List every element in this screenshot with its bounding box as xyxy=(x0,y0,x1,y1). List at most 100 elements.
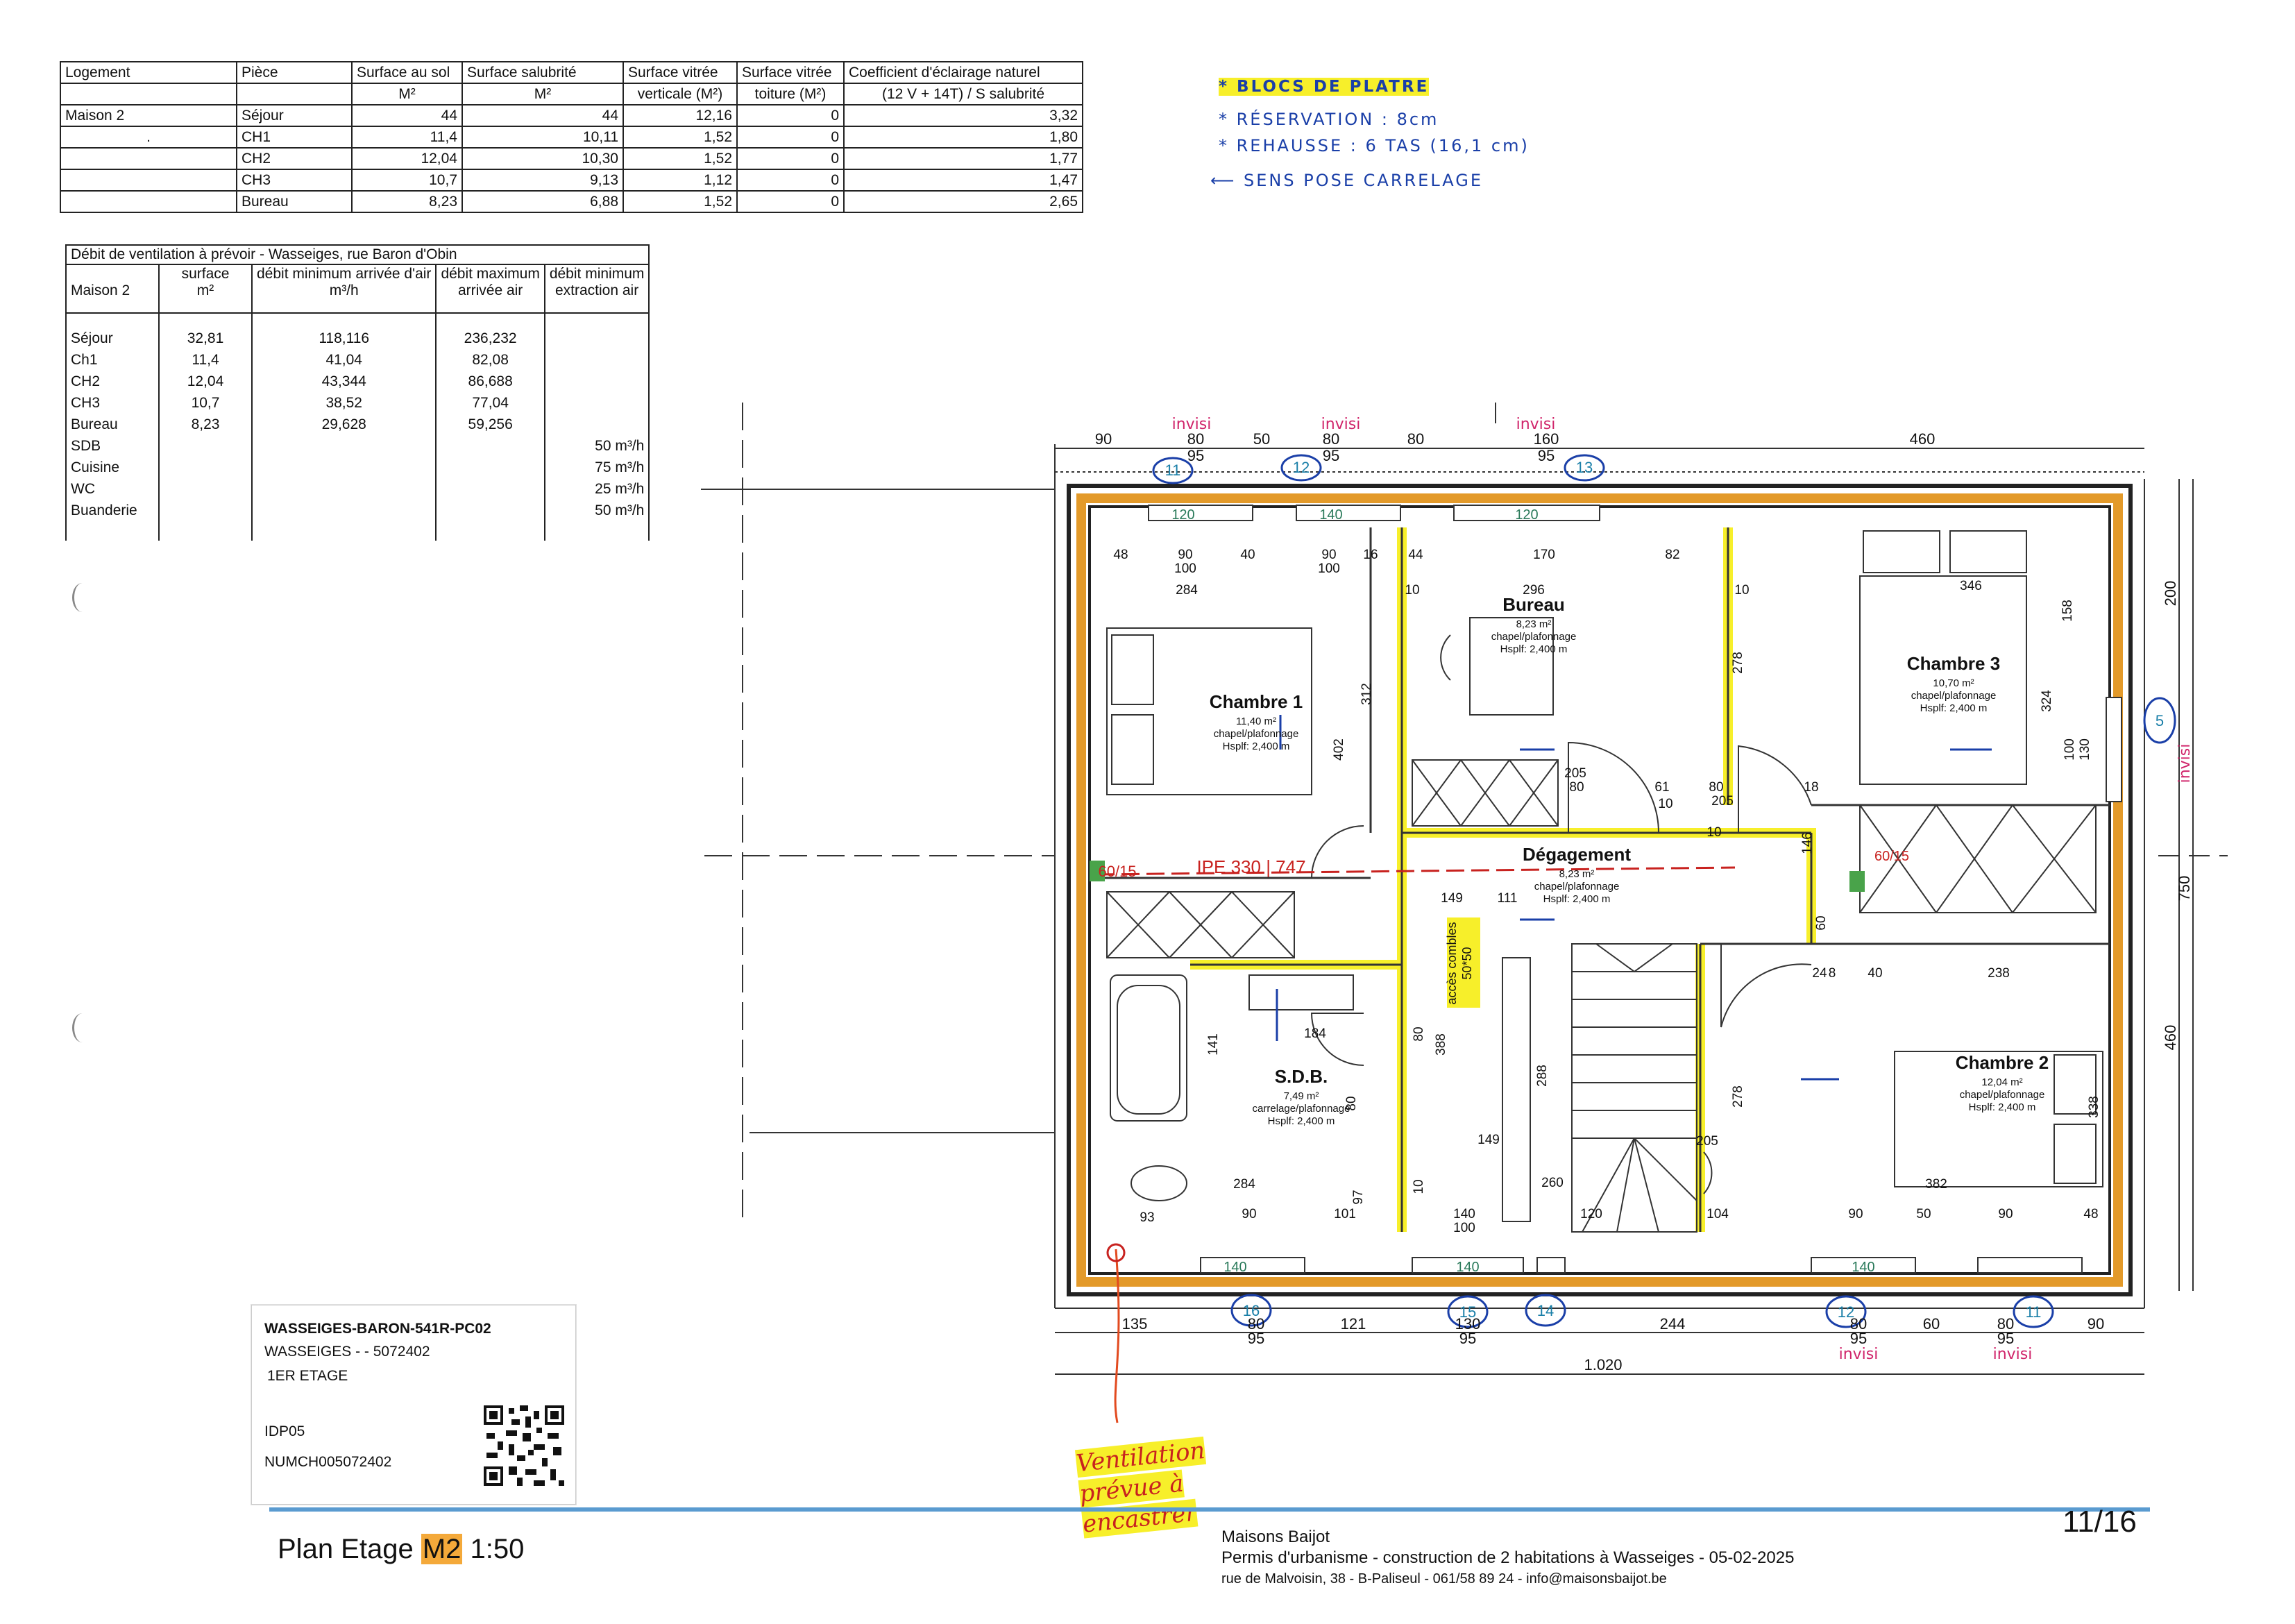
dimension-label: 160 xyxy=(1534,430,1559,448)
cell: 12,16 xyxy=(623,104,738,127)
max-arrivee-value xyxy=(441,478,539,500)
window-marker-number: 12 xyxy=(1838,1303,1854,1321)
room-name: Bureau xyxy=(71,416,118,432)
dimension-label: 460 xyxy=(2162,1025,2179,1051)
dimension-label: 48 xyxy=(1113,548,1128,562)
dimension-label: 205 xyxy=(1711,794,1734,809)
room-name: Séjour xyxy=(71,330,113,346)
room-area: 8,23 m² xyxy=(1516,618,1552,630)
room-height: Hsplf: 2,400 m xyxy=(1969,1101,2036,1113)
dimension-label: 100 xyxy=(1318,561,1340,576)
dimension-label: 80 xyxy=(1407,430,1424,448)
dimension-label: 95 xyxy=(1997,1330,2014,1347)
cell: 8,23 xyxy=(351,190,463,213)
total-dimension: 1.020 xyxy=(1584,1356,1622,1373)
cell: 10,7 xyxy=(351,169,463,192)
punch-hole xyxy=(72,583,92,612)
dimension-lines xyxy=(1054,444,2194,1375)
extraction-value xyxy=(550,328,645,349)
extraction-value: 50 m³/h xyxy=(595,502,645,518)
max-arrivee-value: 59,256 xyxy=(468,416,513,432)
col-header-text: m³/h xyxy=(329,282,359,298)
dimension-label: 284 xyxy=(1176,583,1198,598)
col-subheader: verticale (M²) xyxy=(623,83,738,105)
dimension-label: 18 xyxy=(1804,780,1818,795)
col-header-text: arrivée air xyxy=(457,282,523,298)
room-name: WC xyxy=(71,481,95,497)
room-area: 10,70 m² xyxy=(1933,677,1974,689)
interior-walls xyxy=(1090,527,2110,1232)
window-marker-number: 11 xyxy=(1165,462,1181,479)
page-number: 11/16 xyxy=(2063,1505,2137,1539)
dimension-label: 60 xyxy=(1923,1315,1940,1333)
room-finish: chapel/plafonnage xyxy=(1491,631,1577,643)
dimension-label: 10 xyxy=(1405,583,1419,598)
window-width-label: 120 xyxy=(1515,507,1538,523)
beam-note: IPE 330 | 747 xyxy=(1196,856,1305,877)
col-subheader: (12 V + 14T) / S salubrité xyxy=(843,83,1083,105)
dimension-label: 324 xyxy=(2040,690,2054,712)
dimension-label: 90 xyxy=(1095,430,1112,448)
cell: 12,04 xyxy=(351,147,463,170)
company-address: rue de Malvoisin, 38 - B-Paliseul - 061/… xyxy=(1221,1571,1667,1587)
col-subheader: M² xyxy=(351,83,463,105)
ventilation-note: Ventilation prévue à encastrer xyxy=(1074,1432,1244,1539)
col-header: Logement xyxy=(60,61,237,84)
room-finish: chapel/plafonnage xyxy=(1214,728,1299,740)
dimension-label: 8 xyxy=(1829,966,1836,981)
col-subheader: toiture (M²) xyxy=(736,83,845,105)
room-name: CH3 xyxy=(71,395,101,411)
room-finish: chapel/plafonnage xyxy=(1534,881,1620,893)
dimension-label: 80 xyxy=(1709,780,1723,795)
min-arrivee-value: 41,04 xyxy=(325,352,362,368)
dimension-label: 80 xyxy=(1412,1026,1426,1041)
surface-value: 12,04 xyxy=(187,373,224,389)
dimension-label: 205 xyxy=(1696,1134,1718,1149)
marker-circles xyxy=(1152,454,2176,1328)
room-name: SDB xyxy=(71,438,101,454)
col-header: Pièce xyxy=(236,61,353,84)
cell xyxy=(60,147,237,170)
cell: 0 xyxy=(736,190,845,213)
room-name: Chambre 3 xyxy=(1907,653,2000,674)
dimension-label: 120 xyxy=(1580,1207,1602,1221)
dimension-label: 40 xyxy=(1240,548,1255,562)
max-arrivee-value xyxy=(441,457,539,478)
dimension-label: 95 xyxy=(1459,1330,1476,1347)
min-arrivee-value xyxy=(257,478,431,500)
window-width-label: 140 xyxy=(1852,1260,1874,1275)
dimension-label: 90 xyxy=(1321,548,1336,562)
desk xyxy=(1440,617,1554,716)
dimension-label: 16 xyxy=(1363,548,1378,562)
dimension-label: 80 xyxy=(1187,430,1204,448)
ventilation-table: Débit de ventilation à prévoir - Wasseig… xyxy=(65,244,650,541)
dimension-label: 104 xyxy=(1707,1207,1729,1221)
col-header: Coefficient d'éclairage naturel xyxy=(843,61,1083,84)
window-marker-number: 15 xyxy=(1459,1303,1476,1321)
max-arrivee-value: 82,08 xyxy=(472,352,509,368)
col-header: Surface au sol xyxy=(351,61,463,84)
dimension-label: 50 xyxy=(1916,1207,1931,1221)
extraction-value xyxy=(550,414,645,435)
dimension-label: 40 xyxy=(1868,966,1882,981)
cell: 44 xyxy=(461,104,624,127)
col-header-text: surface xyxy=(181,266,230,282)
dimension-label: 141 xyxy=(1206,1033,1221,1056)
cell: Maison 2 xyxy=(60,104,237,127)
dimension-label: 460 xyxy=(1910,430,1936,448)
dimension-label: 121 xyxy=(1341,1315,1366,1333)
room-height: Hsplf: 2,400 m xyxy=(1543,893,1611,905)
dimension-label: 90 xyxy=(2087,1315,2104,1333)
room-area: 11,40 m² xyxy=(1236,716,1276,727)
surface-table: Logement Pièce Surface au sol Surface sa… xyxy=(60,61,1083,213)
dimension-label: 95 xyxy=(1323,447,1339,464)
punch-hole xyxy=(72,1013,92,1042)
cell: 1,52 xyxy=(623,126,738,149)
